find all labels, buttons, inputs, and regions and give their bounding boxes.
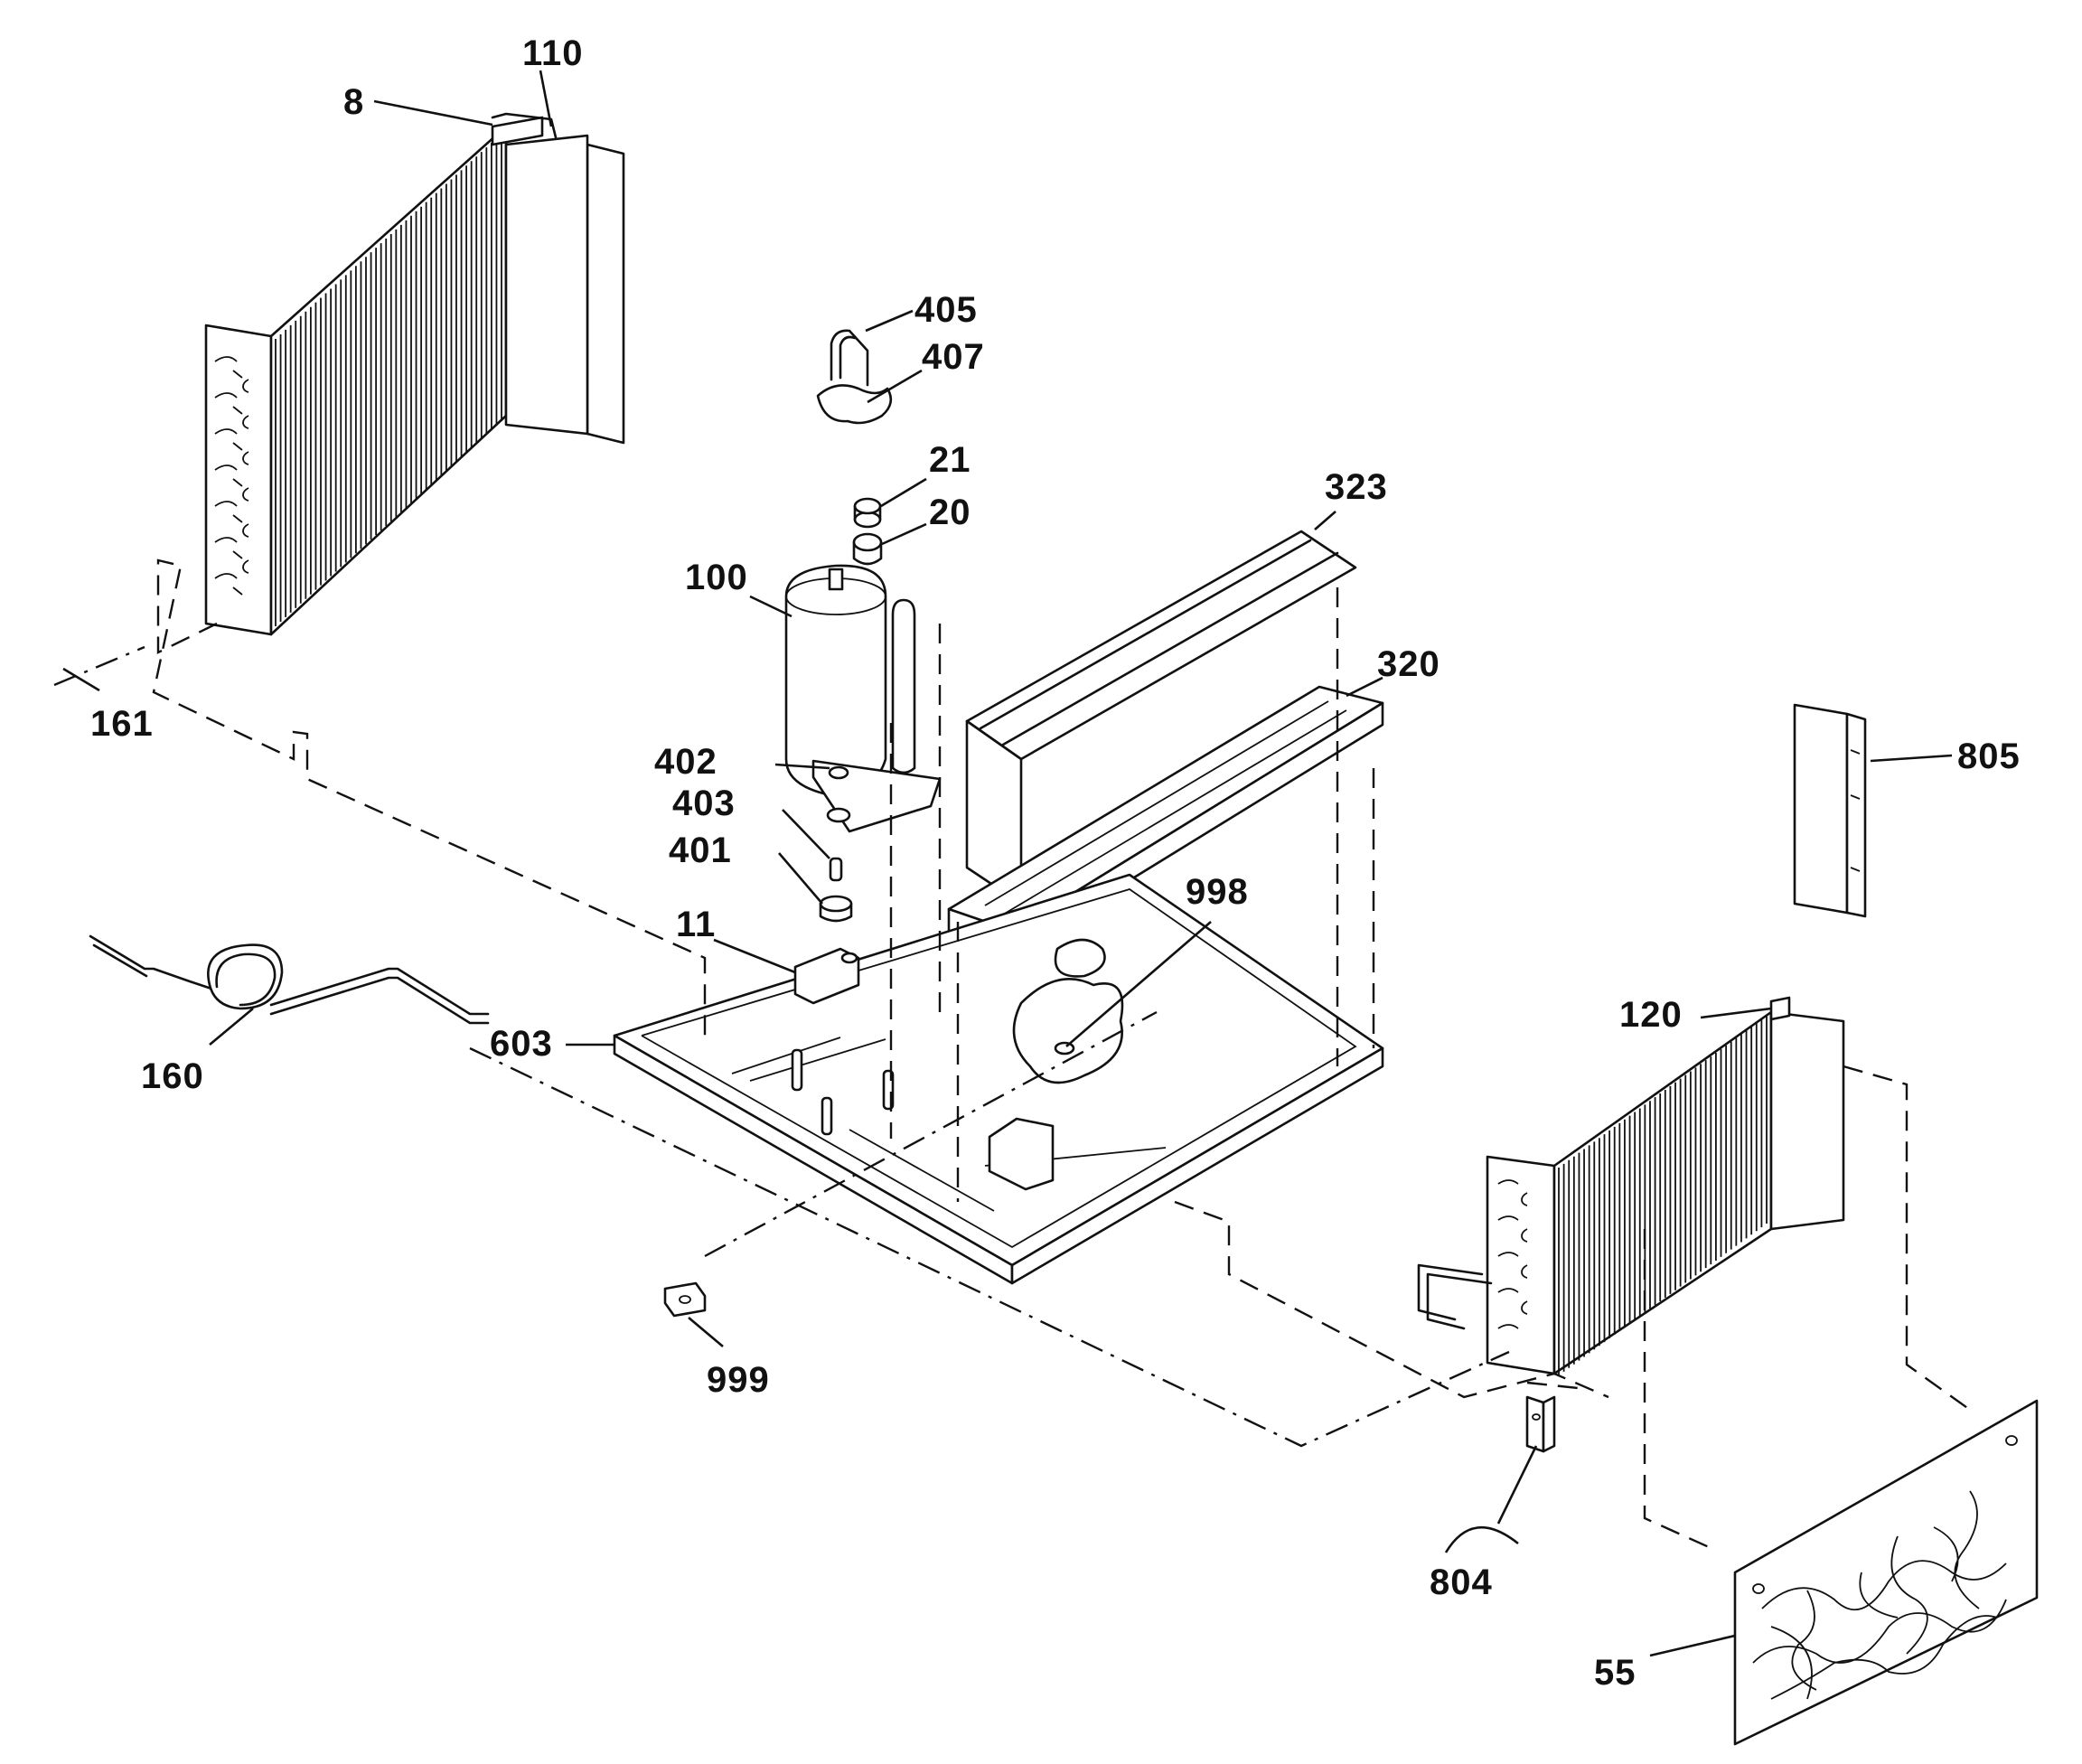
callout-320: 320 bbox=[1377, 644, 1440, 684]
callout-998: 998 bbox=[1186, 872, 1249, 912]
air-filter bbox=[1733, 1399, 2039, 1746]
callout-402: 402 bbox=[654, 742, 717, 782]
condenser-coil bbox=[204, 112, 625, 636]
callout-999: 999 bbox=[707, 1360, 770, 1400]
assembly-guide-lines bbox=[53, 558, 1971, 1553]
capillary-tube bbox=[89, 934, 490, 1025]
base-pan bbox=[613, 873, 1384, 1285]
callout-323: 323 bbox=[1325, 467, 1388, 507]
callout-120: 120 bbox=[1619, 995, 1683, 1035]
callout-804: 804 bbox=[1430, 1562, 1493, 1602]
callout-403: 403 bbox=[672, 783, 736, 823]
callout-8: 8 bbox=[343, 82, 364, 122]
cover-plate bbox=[1793, 703, 1867, 918]
small-bracket bbox=[793, 947, 860, 1005]
callout-110: 110 bbox=[522, 33, 584, 73]
callout-401: 401 bbox=[669, 830, 732, 870]
compressor bbox=[784, 564, 942, 833]
grommet-upper bbox=[853, 497, 882, 529]
rubber-mount bbox=[819, 895, 853, 923]
callout-55: 55 bbox=[1594, 1653, 1637, 1693]
coil-bracket bbox=[1525, 1395, 1556, 1453]
grommet-lower bbox=[852, 532, 883, 566]
callout-161: 161 bbox=[90, 704, 154, 744]
callout-11: 11 bbox=[676, 905, 716, 944]
leader-lines bbox=[62, 70, 1953, 1657]
callout-20: 20 bbox=[929, 493, 971, 532]
callout-805: 805 bbox=[1957, 737, 2021, 776]
callout-160: 160 bbox=[141, 1056, 204, 1096]
wire-clip bbox=[663, 1281, 707, 1318]
clip-part bbox=[830, 329, 869, 387]
callout-405: 405 bbox=[914, 290, 978, 330]
callout-603: 603 bbox=[490, 1024, 553, 1064]
pad-part bbox=[816, 384, 893, 425]
callout-407: 407 bbox=[922, 337, 985, 377]
callout-21: 21 bbox=[929, 440, 971, 480]
bolt-sleeve bbox=[829, 857, 843, 882]
callout-labels: 8 110 405 407 21 20 323 100 320 161 402 … bbox=[90, 33, 2021, 1693]
evaporator-coil bbox=[1417, 996, 1845, 1375]
callout-100: 100 bbox=[685, 558, 748, 597]
